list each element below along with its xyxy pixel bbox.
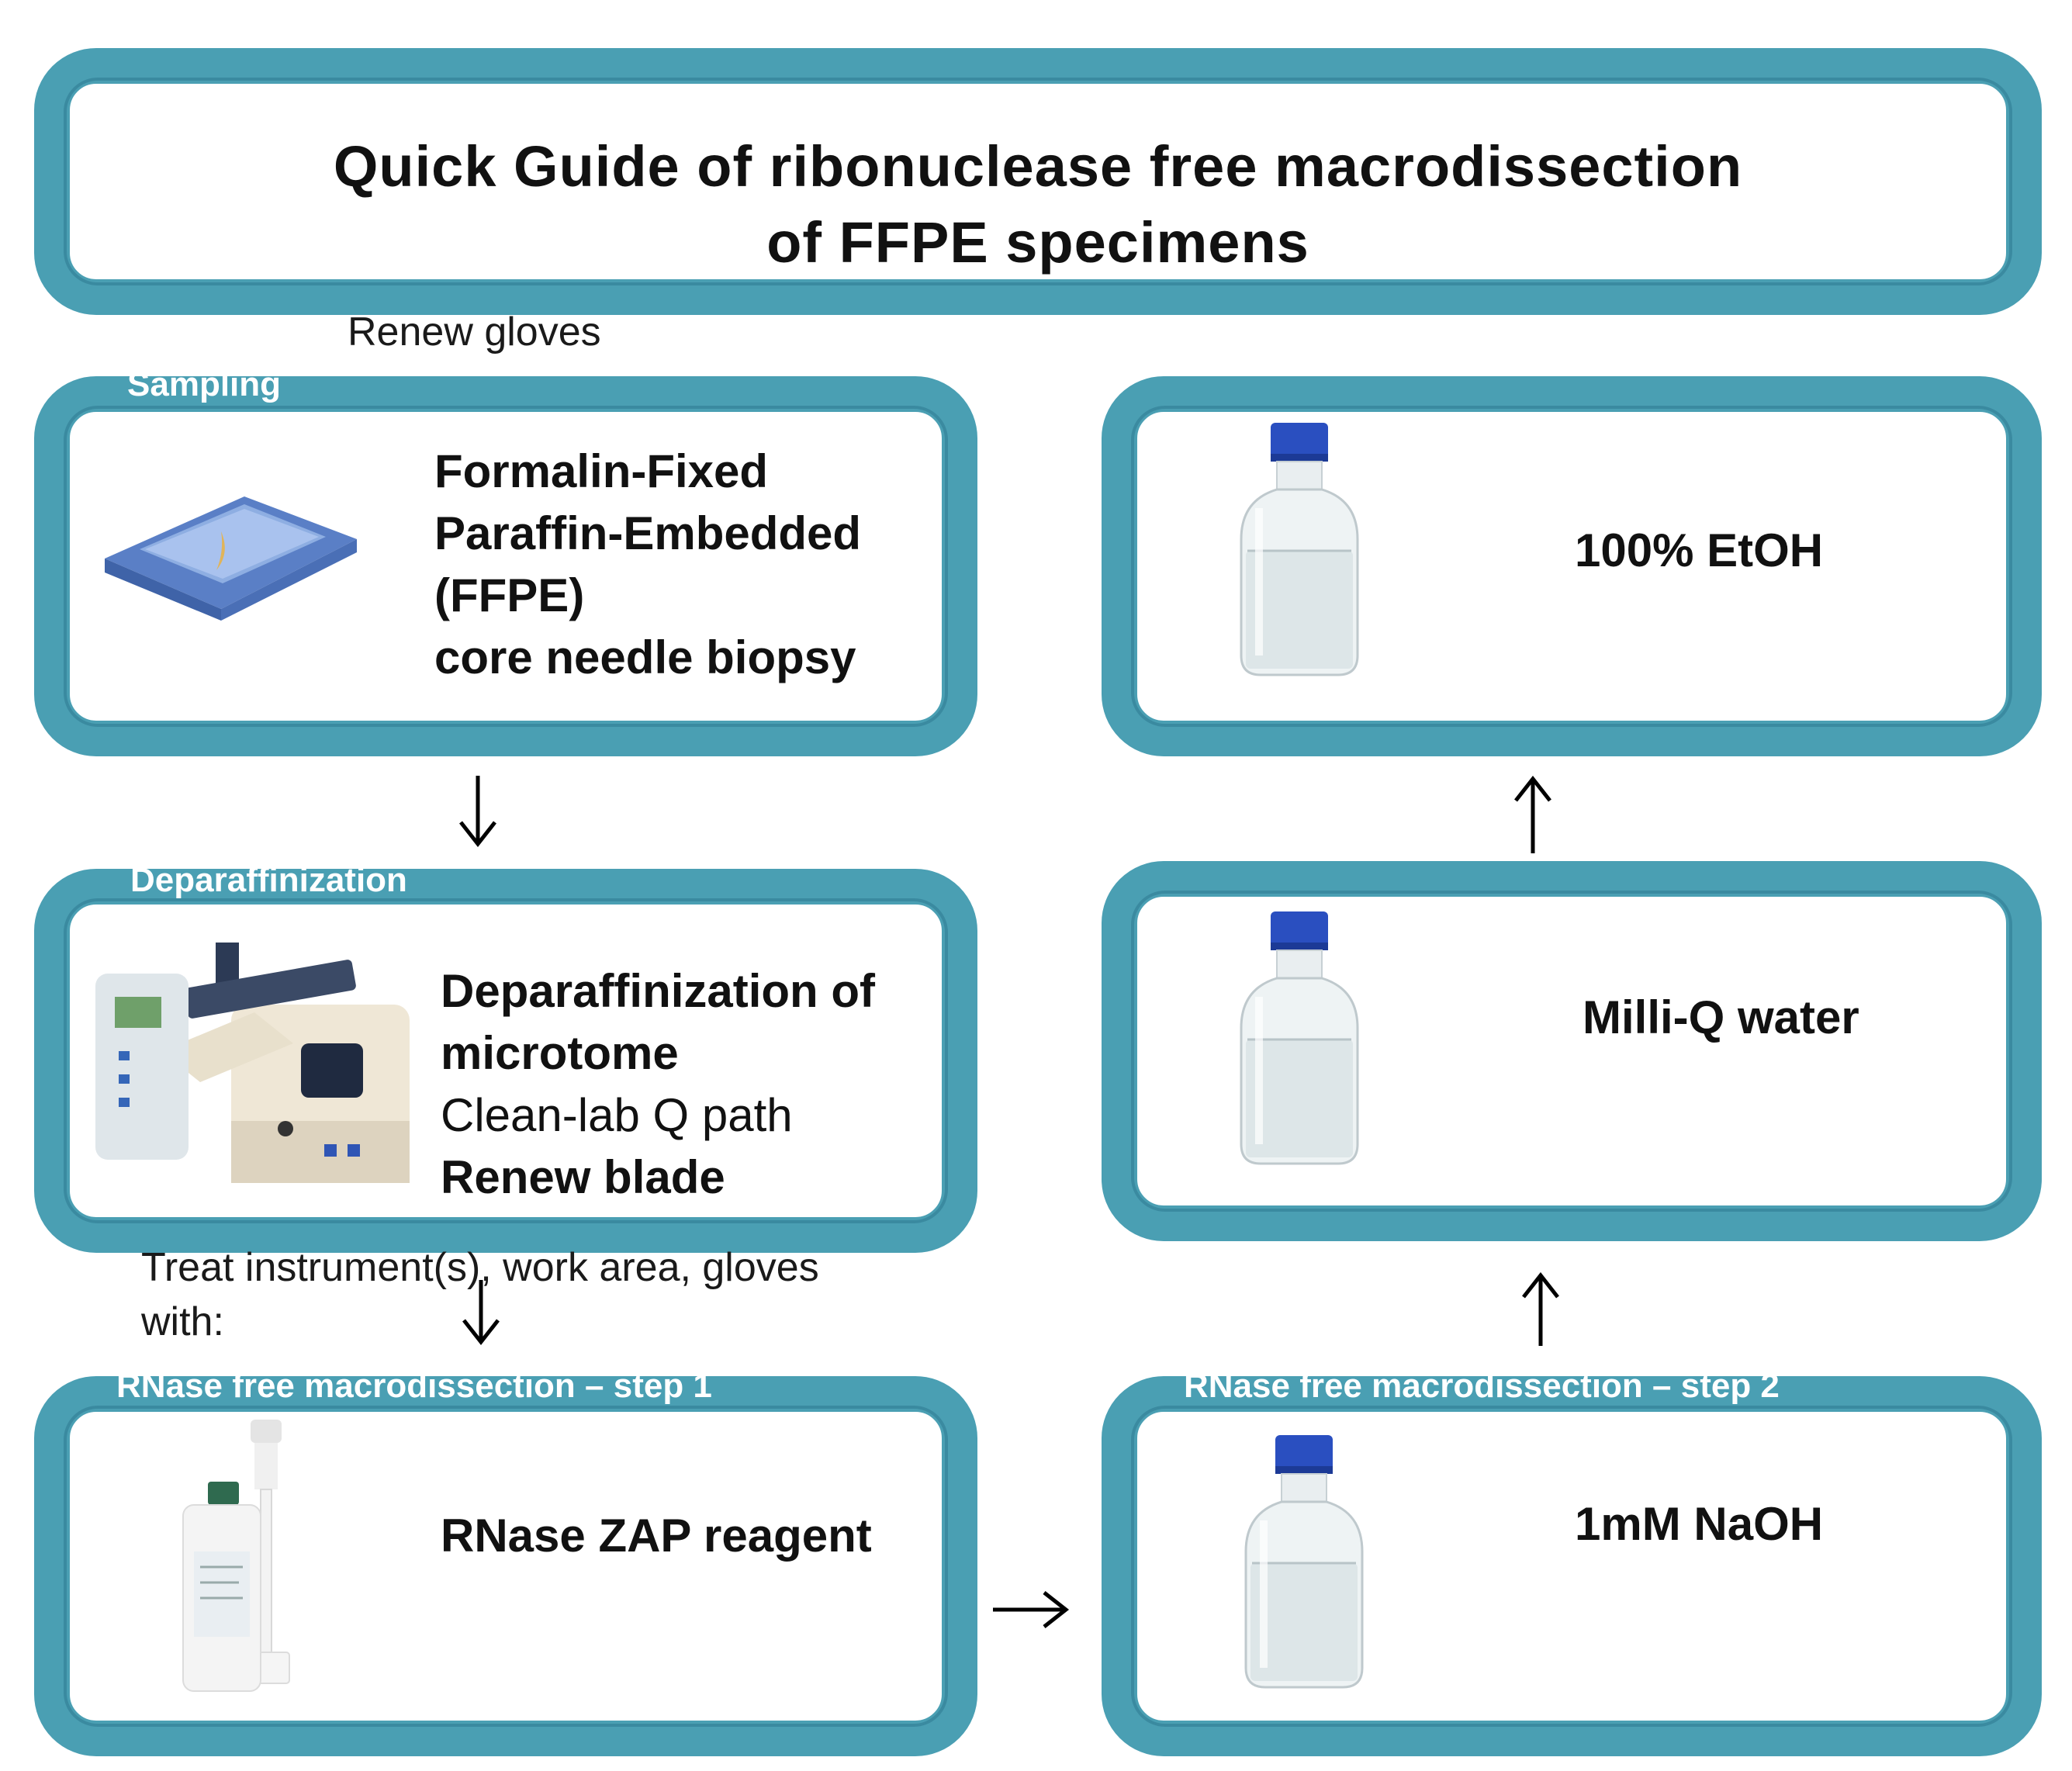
arrow-down-1 [459, 776, 496, 848]
spray-bottle-icon [182, 1420, 290, 1692]
renew-gloves-note: Renew gloves [348, 310, 601, 355]
sampling-line-2: Paraffin-Embedded [434, 507, 862, 559]
arrow-right [993, 1591, 1070, 1628]
depar-line-1: Deparaffinization of [441, 965, 876, 1017]
sampling-tab: Sampling [127, 365, 282, 403]
title-box: Quick Guide of ribonuclease free macrodi… [34, 48, 2042, 315]
sampling-box [34, 376, 977, 756]
etoh-text: 100% EtOH [1575, 524, 1824, 576]
step2-text: 1mM NaOH [1575, 1498, 1824, 1550]
arrow-up-2 [1514, 776, 1551, 853]
arrow-up-1 [1522, 1272, 1559, 1346]
slide-block-icon [105, 496, 357, 621]
depar-line-2: microtome [441, 1027, 679, 1079]
title: Quick Guide of ribonuclease free macrodi… [70, 129, 2006, 281]
step2-tab: RNase free macrodissection – step 2 [1184, 1367, 1780, 1405]
step1-tab: RNase free macrodissection – step 1 [116, 1367, 712, 1405]
reagent-bottle-icon [1240, 423, 1359, 676]
sampling-line-4: core needle biopsy [434, 631, 856, 683]
milliq-text: Milli-Q water [1583, 991, 1859, 1043]
sampling-line-3: (FFPE) [434, 569, 585, 621]
sampling-line-1: Formalin-Fixed [434, 445, 769, 497]
deparaffinization-text: Deparaffinization of microtome Clean-lab… [441, 960, 875, 1209]
title-line-2: of FFPE specimens [766, 210, 1309, 275]
treat-note-line-2: with: [141, 1299, 224, 1344]
depar-line-3: Clean-lab Q path [441, 1089, 793, 1141]
sampling-text: Formalin-Fixed Paraffin-Embedded (FFPE) … [434, 441, 861, 689]
title-line-1: Quick Guide of ribonuclease free macrodi… [333, 134, 1743, 199]
depar-line-4: Renew blade [441, 1151, 725, 1203]
reagent-bottle-icon [1240, 911, 1359, 1165]
reagent-bottle-icon [1244, 1435, 1364, 1689]
microtome-icon [95, 943, 410, 1183]
arrow-down-2 [462, 1280, 500, 1346]
step1-text: RNase ZAP reagent [441, 1510, 872, 1562]
deparaffinization-tab: Deparaffinization [130, 861, 407, 899]
